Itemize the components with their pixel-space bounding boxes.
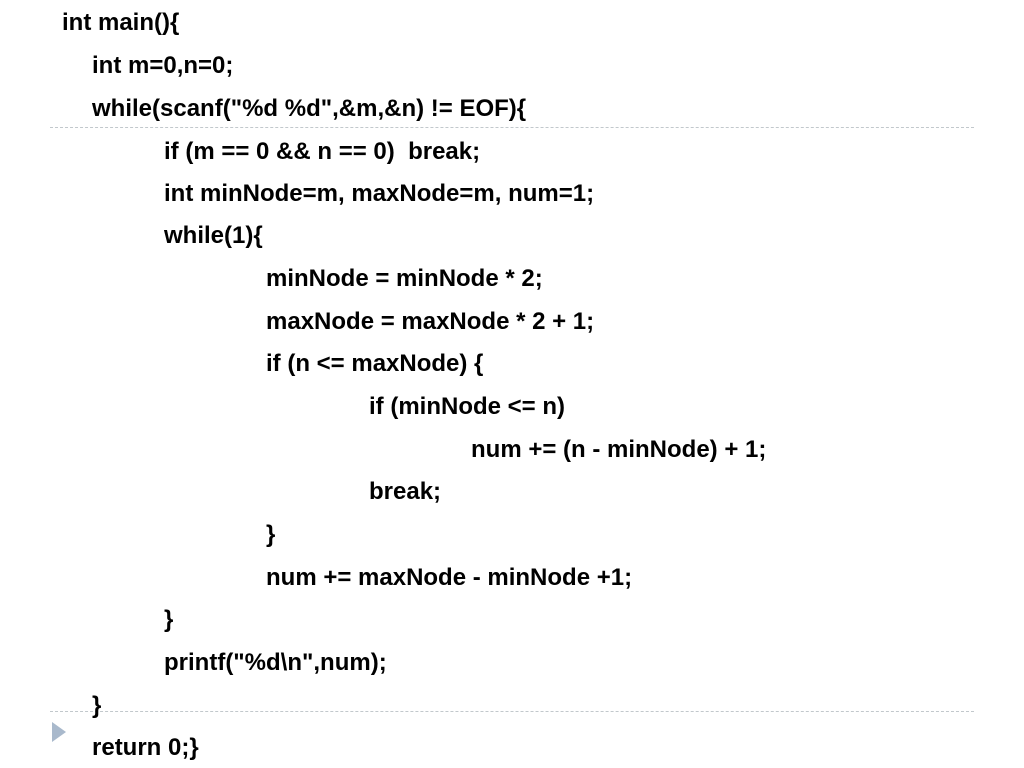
code-line-2: int m=0,n=0; xyxy=(92,52,234,79)
code-line-16: printf("%d\n",num); xyxy=(164,649,387,676)
code-line-17: } xyxy=(92,692,102,719)
code-line-3: while(scanf("%d %d",&m,&n) != EOF){ xyxy=(92,95,527,122)
triangle-bullet-icon xyxy=(52,722,66,742)
code-line-6: while(1){ xyxy=(164,222,263,249)
code-line-7: minNode = minNode * 2; xyxy=(266,265,543,292)
code-line-10: if (minNode <= n) xyxy=(369,393,566,420)
code-line-5: int minNode=m, maxNode=m, num=1; xyxy=(164,180,595,207)
code-line-18: return 0;} xyxy=(92,734,199,761)
code-line-11: num += (n - minNode) + 1; xyxy=(471,436,767,463)
code-line-4: if (m == 0 && n == 0) break; xyxy=(164,138,481,165)
code-line-13: } xyxy=(266,521,276,548)
code-line-14: num += maxNode - minNode +1; xyxy=(266,564,633,591)
code-line-12: break; xyxy=(369,478,442,505)
code-line-8: maxNode = maxNode * 2 + 1; xyxy=(266,308,595,335)
code-line-9: if (n <= maxNode) { xyxy=(266,350,484,377)
top-divider xyxy=(50,127,974,128)
code-line-15: } xyxy=(164,606,174,633)
code-line-1: int main(){ xyxy=(62,9,180,36)
bottom-divider xyxy=(50,711,974,712)
